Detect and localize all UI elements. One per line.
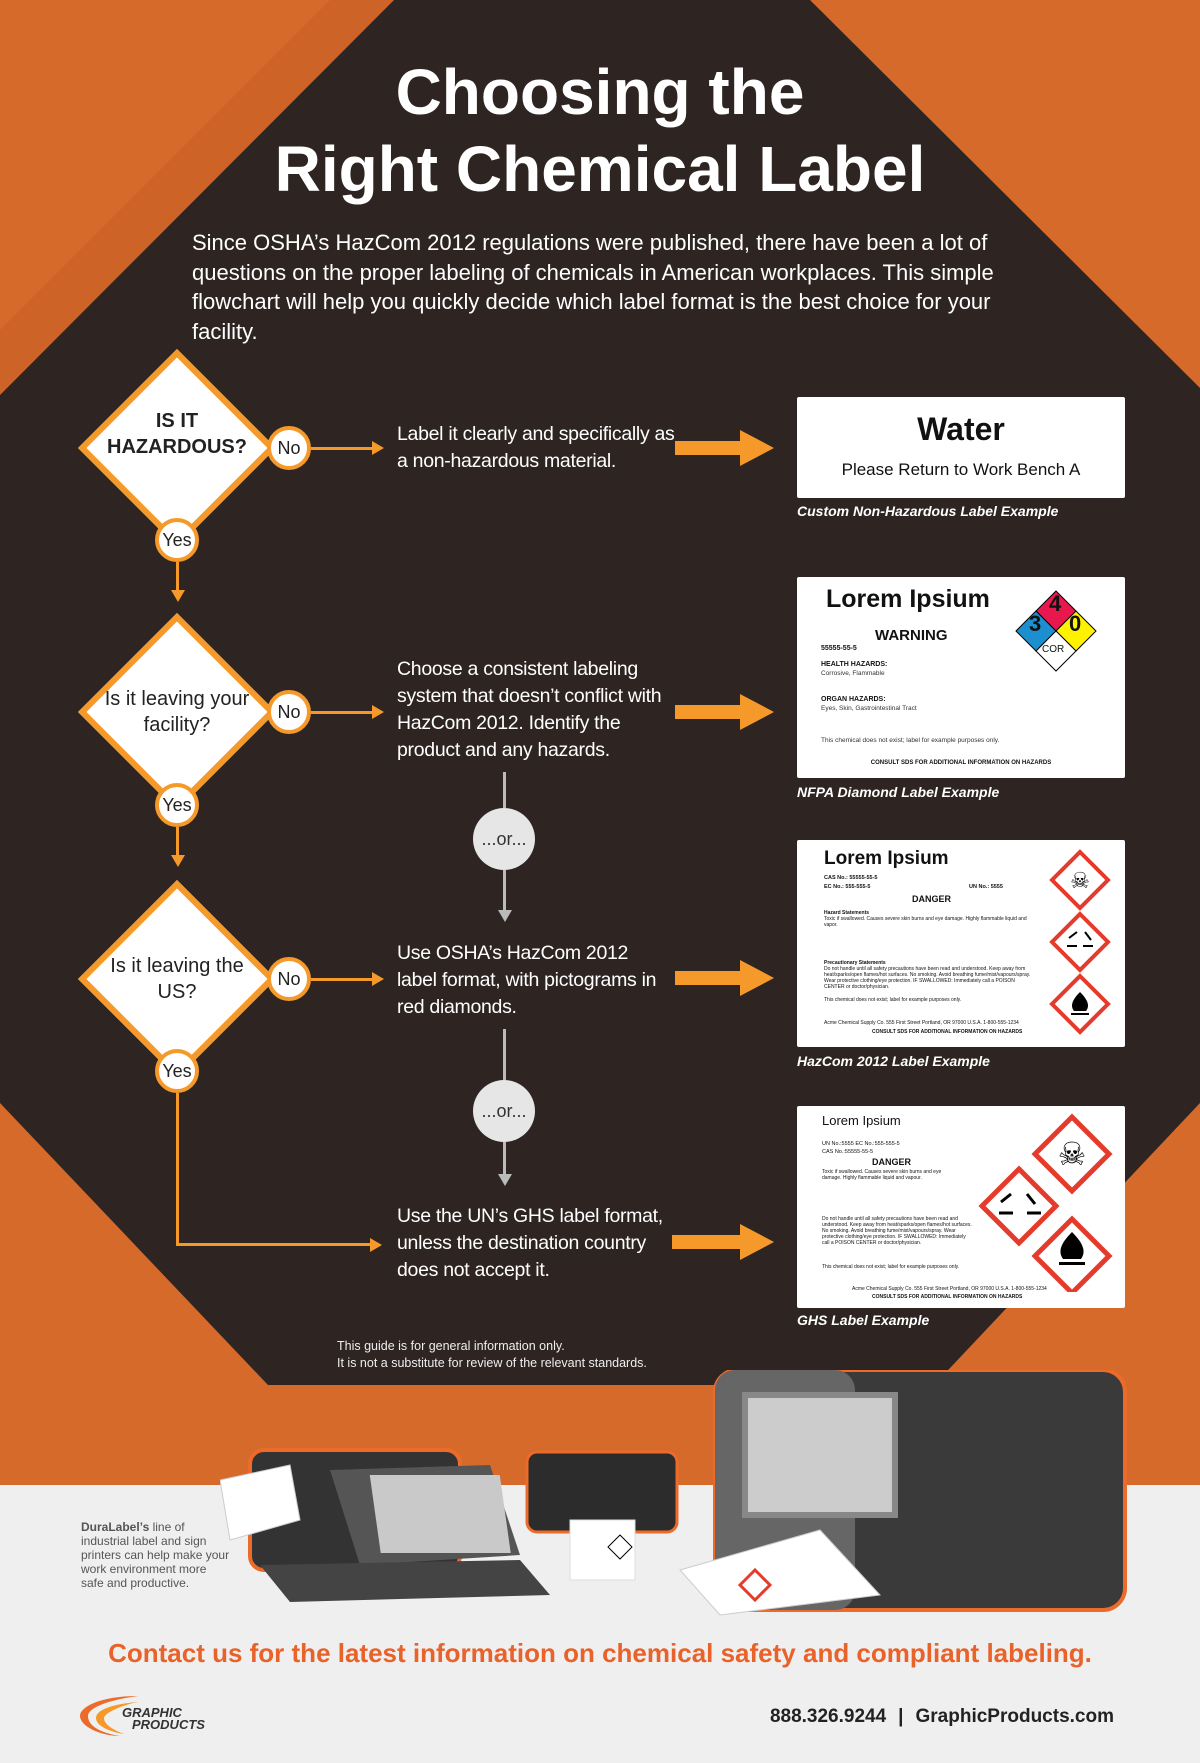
un-number: UN No.: 5555 — [969, 884, 1003, 890]
no-badge: No — [267, 957, 311, 1001]
consult-note: CONSULT SDS FOR ADDITIONAL INFORMATION O… — [872, 1294, 1023, 1300]
cas-number: 55555-55-5 — [821, 645, 857, 652]
separator: | — [898, 1706, 904, 1727]
label-title: Water — [917, 411, 1005, 447]
title-line-1: Choosing the — [395, 56, 805, 128]
signal-word: DANGER — [912, 894, 952, 904]
logo-line: GRAPHIC — [122, 1705, 182, 1720]
precaution-text: Do not handle until all safety precautio… — [824, 966, 1031, 990]
logo-text: GRAPHIC PRODUCTS — [122, 1705, 205, 1732]
connector — [311, 978, 377, 981]
website-link[interactable]: GraphicProducts.com — [915, 1706, 1115, 1727]
printers-image — [220, 1370, 1127, 1616]
ghs-label-example: Lorem Ipsium UN No.:5555 EC No.:555-555-… — [797, 1106, 1125, 1308]
cas-number: CAS No.:55555-55-5 — [822, 1149, 874, 1155]
disclaimer-line: It is not a substitute for review of the… — [337, 1356, 647, 1370]
svg-text:☠: ☠ — [1058, 1136, 1087, 1172]
caption: GHS Label Example — [797, 1312, 930, 1328]
note: This chemical does not exist; label for … — [821, 737, 1000, 744]
signal-word: DANGER — [872, 1157, 912, 1167]
nfpa-fire-rating: 4 — [1049, 591, 1062, 616]
contact-info: 888.326.9244 | GraphicProducts.com — [770, 1706, 1114, 1728]
section-heading: Precautionary Statements — [824, 960, 886, 966]
contact-banner: Contact us for the latest information on… — [108, 1638, 1092, 1668]
connector — [503, 870, 506, 912]
arrowheads — [171, 430, 774, 1260]
connector — [311, 711, 377, 714]
promo-text: DuraLabel’s line of industrial label and… — [81, 1520, 231, 1590]
signal-word: WARNING — [875, 627, 948, 644]
hazard-text: Eyes, Skin, Gastrointestinal Tract — [821, 705, 917, 712]
question-leaving-facility: Is it leaving your facility? — [104, 688, 250, 736]
svg-text:☠: ☠ — [1070, 868, 1090, 893]
label-title: Lorem Ipsium — [824, 848, 949, 869]
nfpa-reactivity-rating: 0 — [1069, 611, 1082, 636]
ghs-pictograms-icon: ☠ — [1049, 849, 1111, 1035]
intro-paragraph: Since OSHA’s HazCom 2012 regulations wer… — [192, 230, 994, 344]
label-subtitle: Please Return to Work Bench A — [841, 460, 1081, 479]
label-title: Lorem Ipsium — [826, 585, 990, 613]
connector — [176, 1093, 179, 1245]
connector — [503, 1029, 506, 1080]
connector — [176, 562, 179, 593]
cas-number: CAS No.: 55555-55-5 — [824, 875, 878, 881]
water-label-example: Water Please Return to Work Bench A — [797, 397, 1125, 498]
nfpa-label-example: Lorem Ipsium WARNING 55555-55-5 HEALTH H… — [797, 577, 1125, 778]
no-badge: No — [267, 426, 311, 470]
hazard-text: Toxic if swallowed. Causes severe skin b… — [822, 1169, 942, 1181]
outcome-hazcom: Use OSHA’s HazCom 2012 label format, wit… — [397, 942, 657, 1018]
question-hazardous: IS IT HAZARDOUS? — [107, 410, 247, 458]
ec-number: EC No.: 555-555-5 — [824, 884, 871, 890]
or-badge: ...or... — [473, 1080, 535, 1142]
graphic-products-logo-icon — [80, 1696, 138, 1736]
caption: Custom Non-Hazardous Label Example — [797, 503, 1059, 519]
yes-badge: Yes — [155, 518, 199, 562]
yes-badge: Yes — [155, 1049, 199, 1093]
consult-note: CONSULT SDS FOR ADDITIONAL INFORMATION O… — [872, 1029, 1023, 1035]
hazard-text: Toxic if swallowed. Causes severe skin b… — [824, 916, 1027, 928]
hazard-text: Corrosive, Flammable — [821, 670, 885, 677]
outcome-consistent-system: Choose a consistent labeling system that… — [397, 658, 662, 761]
title-line-2: Right Chemical Label — [274, 133, 926, 205]
section-heading: Hazard Statements — [824, 910, 870, 916]
promo-description: line of industrial label and sign printe… — [81, 1520, 230, 1590]
connector — [503, 1142, 506, 1176]
disclaimer: This guide is for general information on… — [337, 1338, 647, 1372]
question-leaving-us: Is it leaving the US? — [110, 955, 244, 1003]
no-badge: No — [267, 690, 311, 734]
nfpa-health-rating: 3 — [1029, 611, 1042, 636]
id-numbers: UN No.:5555 EC No.:555-555-5 — [822, 1141, 900, 1147]
address: Acme Chemical Supply Co. 555 First Stree… — [824, 1020, 1019, 1026]
phone-number[interactable]: 888.326.9244 — [769, 1706, 887, 1727]
or-badge: ...or... — [473, 808, 535, 870]
brand-name: DuraLabel’s — [81, 1520, 150, 1534]
precaution-text: Do not handle until all safety precautio… — [822, 1216, 972, 1246]
label-title: Lorem Ipsium — [822, 1113, 901, 1128]
connector — [176, 827, 179, 858]
yes-badge: Yes — [155, 783, 199, 827]
connector — [176, 1243, 376, 1246]
caption: NFPA Diamond Label Example — [797, 784, 1000, 800]
hazcom-label-example: Lorem Ipsium CAS No.: 55555-55-5 EC No.:… — [797, 840, 1125, 1047]
consult-note: CONSULT SDS FOR ADDITIONAL INFORMATION O… — [870, 760, 1052, 766]
nfpa-diamond-icon — [1015, 590, 1097, 672]
disclaimer-line: This guide is for general information on… — [337, 1339, 565, 1353]
caption: HazCom 2012 Label Example — [797, 1053, 990, 1069]
outcome-ghs: Use the UN’s GHS label format, unless th… — [397, 1205, 663, 1281]
hazard-heading: HEALTH HAZARDS: — [821, 661, 888, 668]
connector — [311, 447, 377, 450]
hazard-heading: ORGAN HAZARDS: — [821, 696, 886, 703]
note: This chemical does not exist; label for … — [824, 997, 962, 1003]
nfpa-special: COR — [1042, 644, 1065, 655]
ghs-pictograms-icon: ☠ — [978, 1113, 1113, 1292]
connector — [503, 772, 506, 808]
note: This chemical does not exist; label for … — [822, 1264, 960, 1270]
logo-line: PRODUCTS — [132, 1717, 205, 1732]
address: Acme Chemical Supply Co. 555 First Stree… — [852, 1286, 1047, 1292]
outcome-non-hazardous: Label it clearly and specifically as a n… — [397, 423, 675, 472]
